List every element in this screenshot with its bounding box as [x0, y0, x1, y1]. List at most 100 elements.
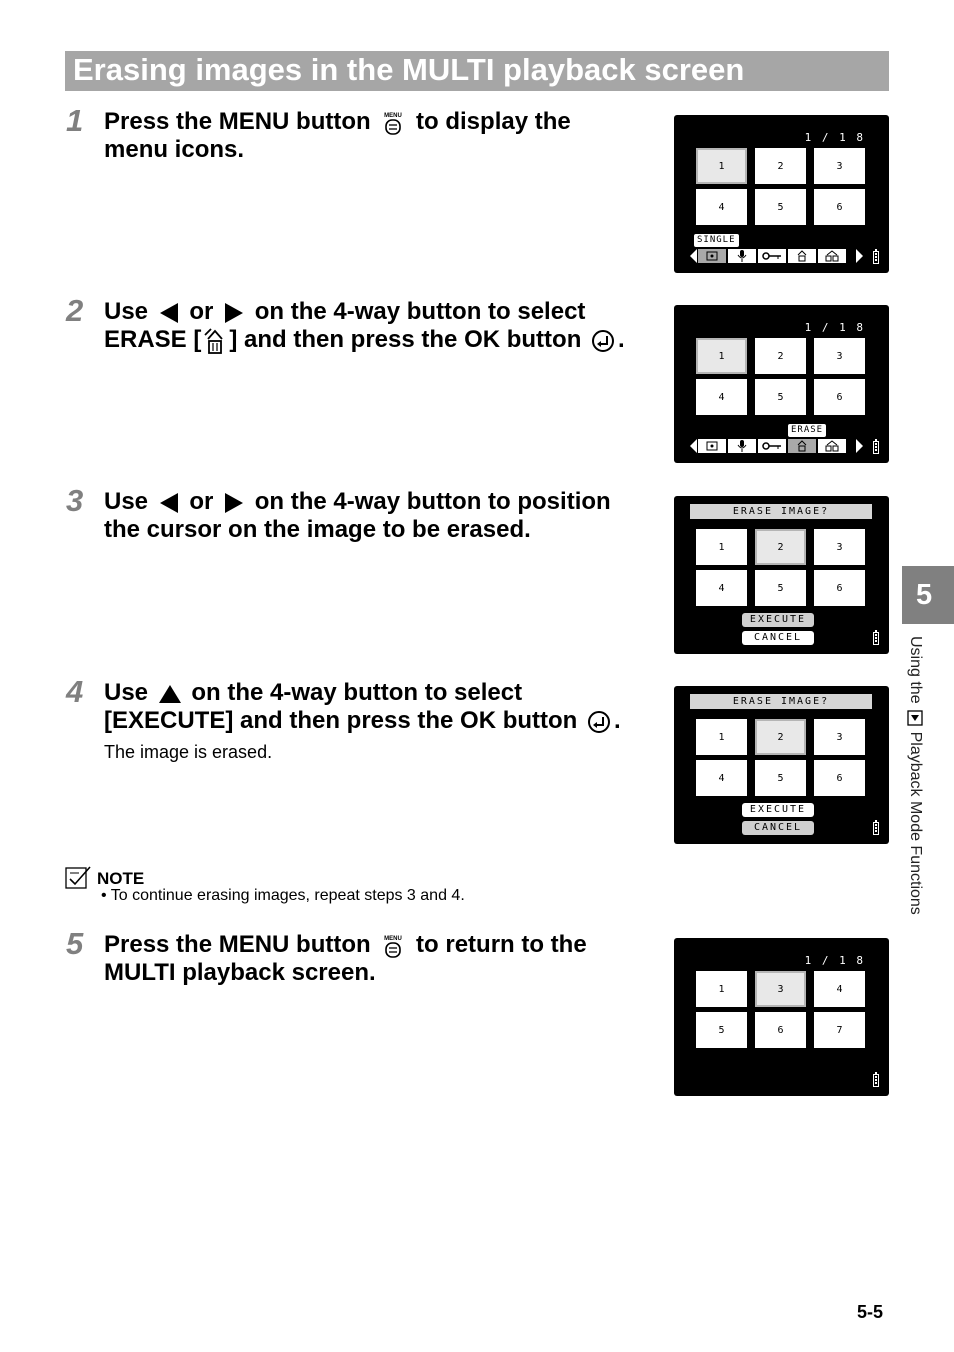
side-text-b: Playback Mode Functions: [907, 731, 924, 915]
thumbnail[interactable]: 3: [814, 148, 865, 184]
scroll-left-icon[interactable]: [690, 249, 697, 263]
protect-key-icon[interactable]: [758, 249, 786, 263]
thumbnail[interactable]: 1: [696, 971, 747, 1007]
erase-tag: ERASE: [788, 424, 827, 437]
step-1-line1b: to display the: [416, 108, 571, 135]
menu-button-icon: MENU: [381, 933, 405, 959]
cancel-button[interactable]: CANCEL: [742, 821, 814, 835]
thumbnail[interactable]: 5: [696, 1012, 747, 1048]
thumbnail[interactable]: 4: [696, 189, 747, 225]
thumbnail[interactable]: 4: [814, 971, 865, 1007]
page-number: 5-5: [857, 1302, 884, 1322]
step-4-text: Use on the 4-way button to select [EXECU…: [104, 679, 674, 735]
playback-icon: [907, 709, 923, 726]
erase-all-icon[interactable]: [818, 249, 846, 263]
battery-icon: [873, 1072, 879, 1087]
thumbnail-grid: 1 2 3 4 5 6: [696, 529, 866, 609]
thumbnail[interactable]: 5: [755, 760, 806, 796]
step-3-number: 3: [66, 483, 84, 518]
thumbnail[interactable]: 7: [814, 1012, 865, 1048]
step-4-line2b: .: [614, 707, 621, 734]
thumbnail[interactable]: 2: [755, 719, 806, 755]
scroll-right-icon[interactable]: [856, 249, 863, 263]
scroll-right-icon[interactable]: [856, 439, 863, 453]
erase-trash-icon: [204, 328, 224, 354]
menu-icon-label: MENU: [385, 113, 403, 119]
step-1-number: 1: [66, 103, 84, 138]
thumbnail[interactable]: 6: [814, 379, 865, 415]
thumbnail[interactable]: 6: [814, 760, 865, 796]
side-text-a: Using the: [907, 636, 924, 704]
note-icon: [65, 866, 91, 889]
scroll-left-icon[interactable]: [690, 439, 697, 453]
erase-image-banner: ERASE IMAGE?: [690, 694, 872, 709]
thumbnail-grid: 1 2 3 4 5 6: [696, 148, 866, 228]
left-arrow-icon: [159, 302, 178, 323]
thumbnail[interactable]: 6: [814, 189, 865, 225]
thumbnail[interactable]: 6: [814, 570, 865, 606]
thumbnail[interactable]: 4: [696, 379, 747, 415]
step-3-line2: the cursor on the image to be erased.: [104, 516, 531, 543]
single-mode-icon[interactable]: [698, 249, 726, 263]
lcd-screen-4: ERASE IMAGE? 1 2 3 4 5 6 EXECUTE CANCEL: [674, 686, 889, 844]
step-3-or: or: [189, 488, 214, 515]
single-tag: SINGLE: [694, 234, 739, 247]
execute-button[interactable]: EXECUTE: [742, 803, 814, 817]
thumbnail[interactable]: 4: [696, 570, 747, 606]
step-5-line2: MULTI playback screen.: [104, 959, 376, 986]
thumbnail[interactable]: 1: [696, 338, 747, 374]
cancel-button[interactable]: CANCEL: [742, 631, 814, 645]
step-3-line1a: Use: [104, 488, 149, 515]
erase-all-icon[interactable]: [818, 439, 846, 453]
step-1-text: Press the MENU button MENU to display th…: [104, 108, 664, 164]
frame-counter: 1 / 1 8: [804, 954, 865, 967]
left-arrow-icon: [159, 492, 178, 513]
step-2-line2a: ERASE [: [104, 326, 202, 353]
step-2-line2c: .: [618, 326, 625, 353]
battery-icon: [873, 820, 879, 835]
thumbnail[interactable]: 2: [755, 529, 806, 565]
step-1-line2: menu icons.: [104, 136, 245, 163]
thumbnail[interactable]: 3: [814, 719, 865, 755]
erase-icon[interactable]: [788, 439, 816, 453]
thumbnail[interactable]: 3: [814, 338, 865, 374]
step-2-line1c: on the 4-way button to select: [254, 298, 586, 325]
thumbnail[interactable]: 5: [755, 379, 806, 415]
execute-button[interactable]: EXECUTE: [742, 613, 814, 627]
thumbnail[interactable]: 5: [755, 189, 806, 225]
note-text: • To continue erasing images, repeat ste…: [101, 887, 465, 904]
thumbnail[interactable]: 1: [696, 719, 747, 755]
thumbnail[interactable]: 2: [755, 338, 806, 374]
thumbnail[interactable]: 5: [755, 570, 806, 606]
thumbnail[interactable]: 6: [755, 1012, 806, 1048]
step-4-number: 4: [66, 674, 84, 709]
thumbnail[interactable]: 3: [814, 529, 865, 565]
step-4-subtext: The image is erased.: [104, 742, 273, 762]
thumbnail-grid: 1 2 3 4 5 6: [696, 719, 866, 799]
thumbnail[interactable]: 4: [696, 760, 747, 796]
thumbnail[interactable]: 3: [755, 971, 806, 1007]
menu-icon-bar: [690, 439, 880, 455]
right-arrow-icon: [225, 492, 244, 513]
thumbnail[interactable]: 1: [696, 148, 747, 184]
voice-memo-icon[interactable]: [728, 439, 756, 453]
thumbnail-grid: 1 3 4 5 6 7: [696, 971, 866, 1051]
single-mode-icon[interactable]: [698, 439, 726, 453]
battery-icon: [873, 630, 879, 645]
thumbnail[interactable]: 2: [755, 148, 806, 184]
thumbnail-grid: 1 2 3 4 5 6: [696, 338, 866, 418]
step-5-line1b: to return to the: [416, 931, 587, 958]
thumbnail[interactable]: 1: [696, 529, 747, 565]
protect-key-icon[interactable]: [758, 439, 786, 453]
frame-counter: 1 / 1 8: [804, 131, 865, 144]
erase-icon[interactable]: [788, 249, 816, 263]
step-5-line1a: Press the MENU button: [104, 931, 371, 958]
step-3-text: Use or on the 4-way button to position t…: [104, 488, 664, 544]
lcd-screen-2: 1 / 1 8 1 2 3 4 5 6 ERASE: [674, 305, 889, 463]
voice-memo-icon[interactable]: [728, 249, 756, 263]
chapter-tab: 5: [902, 566, 954, 624]
step-5-text: Press the MENU button MENU to return to …: [104, 931, 664, 987]
battery-icon: [873, 249, 879, 264]
step-2-line1a: Use: [104, 298, 149, 325]
step-5-number: 5: [66, 926, 84, 961]
